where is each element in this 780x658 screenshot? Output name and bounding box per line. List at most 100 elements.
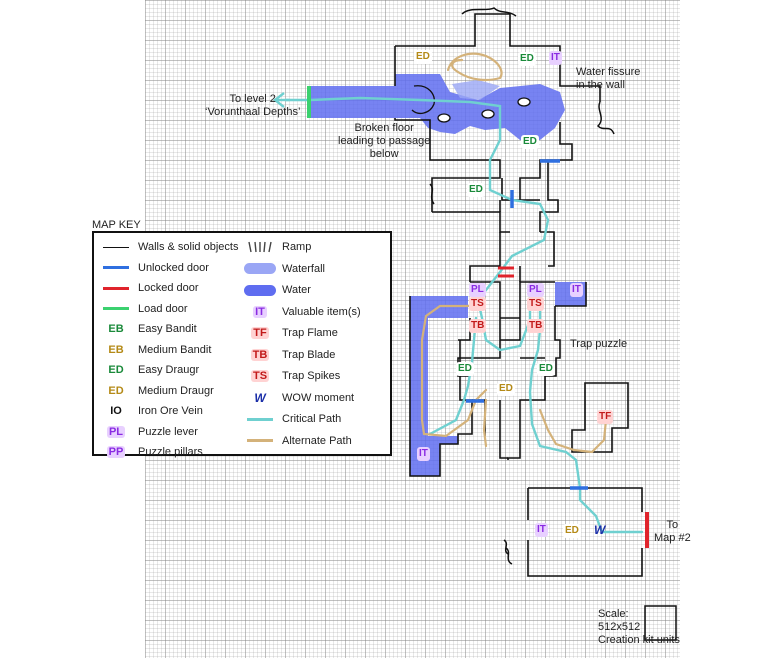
- tag-ed-hall: ED: [521, 135, 539, 149]
- alternate-path-right: [538, 408, 608, 454]
- legend-line-swatch: [103, 286, 129, 290]
- level2-label-line1: To level 2: [229, 93, 276, 105]
- legend-label: Water: [282, 284, 311, 296]
- legend-symbol: EB: [100, 323, 132, 335]
- scale-line2: 512x512: [598, 621, 641, 633]
- critical-path: [284, 96, 644, 534]
- legend-row: Waterfall: [244, 261, 325, 277]
- legend-symbol: ED: [100, 384, 132, 397]
- legend-row: Alternate Path: [244, 433, 352, 449]
- wall-top-room: [394, 13, 601, 233]
- legend-label: Waterfall: [282, 262, 325, 275]
- legend-symbol: [100, 307, 132, 310]
- legend-symbol: PP: [100, 446, 132, 458]
- legend-label: Iron Ore Vein: [138, 405, 203, 417]
- legend-row: IT Valuable item(s): [244, 304, 361, 320]
- legend-abbr: EB: [106, 343, 126, 356]
- legend-label: Ramp: [282, 241, 312, 253]
- legend-label: Trap Blade: [282, 348, 336, 361]
- tag-wow: W: [594, 523, 606, 537]
- legend-symbol: TF: [244, 327, 276, 339]
- waterfall-swatch: [244, 263, 276, 274]
- level2-arrow-head: [273, 92, 285, 108]
- legend-abbr: TS: [250, 370, 270, 382]
- tag-ed-top-right: ED: [518, 52, 536, 66]
- legend-label: Medium Bandit: [138, 343, 212, 356]
- to-map2-label: To Map #2: [654, 519, 691, 545]
- legend-row: Critical Path: [244, 411, 341, 427]
- broken-floor-outline: [411, 85, 435, 115]
- legend-line-swatch: [103, 246, 129, 248]
- legend-row: Unlocked door: [100, 260, 209, 276]
- water-swatch: [244, 284, 276, 296]
- legend-line-swatch: [103, 266, 129, 269]
- fissure-label-line1: Water fissure: [576, 66, 641, 78]
- legend-label: Easy Draugr: [138, 364, 200, 376]
- level2-label: To level 2 ‘Vorunthaal Depths’: [205, 93, 300, 119]
- legend-abbr: W: [252, 390, 268, 405]
- broken-floor-label: Broken floor leading to passage below: [338, 122, 430, 161]
- critical-path-line: [284, 96, 644, 534]
- tag-pl-right: PL: [527, 283, 544, 297]
- wall-corridor: [469, 231, 555, 282]
- alternate-path-left: [420, 298, 488, 438]
- legend-label: Alternate Path: [282, 434, 352, 447]
- legend-row: EB Medium Bandit: [100, 342, 211, 358]
- to-map2-line2: Map #2: [654, 532, 691, 544]
- legend-label: WOW moment: [282, 391, 355, 404]
- legend-abbr: ED: [106, 364, 126, 376]
- legend-abbr: EB: [106, 323, 126, 335]
- tag-ed-corridor: ED: [467, 183, 485, 197]
- to-map2-line1: To: [666, 519, 679, 531]
- legend-row: PP Puzzle pillars: [100, 444, 203, 460]
- fissure-label-line2: in the wall: [576, 79, 625, 91]
- legend-abbr: PL: [106, 425, 126, 438]
- tag-it-right-room: IT: [570, 283, 583, 297]
- legend-symbol: [100, 266, 132, 269]
- legend-row: Load door: [100, 301, 188, 317]
- legend-row: Walls & solid objects: [100, 239, 238, 255]
- fissure-label: Water fissure in the wall: [576, 66, 640, 92]
- tag-ed-mid-center: ED: [497, 382, 515, 396]
- tag-ts-right: TS: [527, 297, 544, 311]
- scale-label: Scale: 512x512 Creation kit units: [598, 608, 680, 647]
- wall-bottom-room: [527, 487, 643, 577]
- legend-abbr: IO: [108, 405, 124, 417]
- legend-row: ED Easy Draugr: [100, 362, 199, 378]
- legend-label: Valuable item(s): [282, 305, 361, 318]
- legend-symbol: [244, 284, 276, 296]
- legend-label: Puzzle lever: [138, 425, 198, 438]
- legend-label: Trap Spikes: [282, 370, 341, 382]
- tag-it-bottom: IT: [535, 523, 548, 537]
- legend-row: Locked door: [100, 280, 199, 296]
- scale-line3: Creation kit units: [598, 634, 680, 646]
- water-rock-c: [517, 97, 531, 107]
- legend-symbol: PL: [100, 425, 132, 438]
- legend-row: TS Trap Spikes: [244, 368, 340, 384]
- scale-box: [644, 605, 677, 641]
- broken-floor-line2: leading to passage: [338, 135, 431, 147]
- level2-arrow: [273, 92, 290, 108]
- legend-symbol: TS: [244, 370, 276, 382]
- legend-label: Easy Bandit: [138, 323, 197, 335]
- wall-puzzle-rooms: [409, 281, 587, 477]
- scale-line1: Scale:: [598, 608, 629, 620]
- tag-ed-top-left: ED: [414, 50, 432, 64]
- legend-row: Water: [244, 282, 311, 298]
- legend-title: MAP KEY: [92, 219, 141, 231]
- legend-label: Locked door: [138, 282, 199, 294]
- legend-line-swatch: [103, 307, 129, 310]
- tag-ed-mid-right: ED: [537, 362, 555, 376]
- wall-lower-left: [472, 399, 508, 459]
- legend-abbr: IT: [253, 305, 267, 318]
- tag-ed-bottom: ED: [563, 524, 581, 538]
- rock-top: [461, 7, 517, 17]
- water-rocks: [411, 85, 531, 123]
- legend-abbr: TF: [251, 327, 269, 339]
- legend-symbol: ED: [100, 364, 132, 376]
- legend-label: Puzzle pillars: [138, 446, 203, 458]
